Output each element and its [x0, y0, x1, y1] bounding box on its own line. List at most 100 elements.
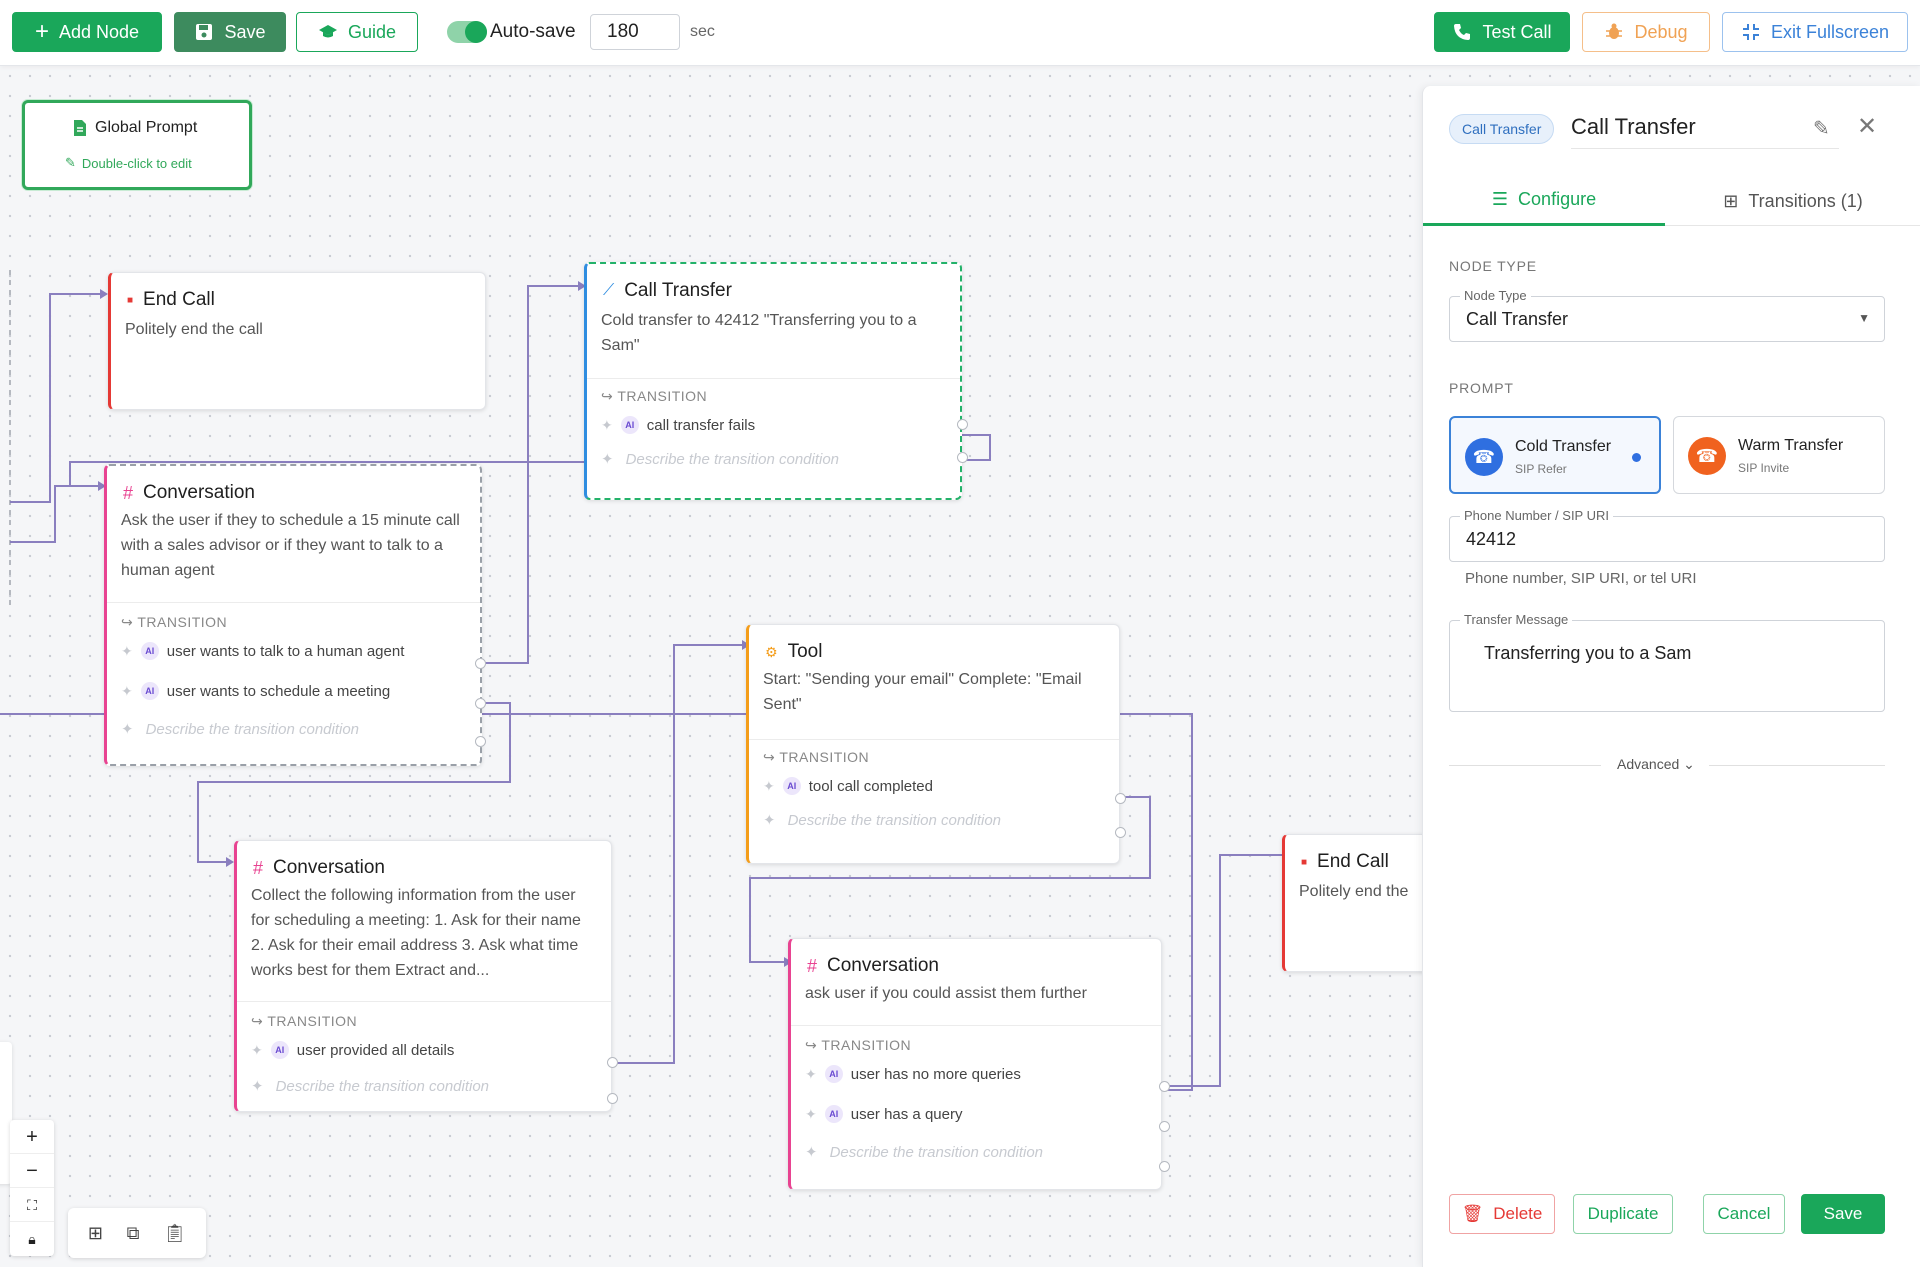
- ai-badge: AI: [140, 682, 159, 700]
- document-icon: [74, 120, 86, 136]
- transition-text: user has no more queries: [850, 1065, 1021, 1083]
- transition-text: user provided all details: [296, 1041, 455, 1059]
- stop-square-icon: ■: [1301, 856, 1308, 868]
- gear-icon: ⚙: [765, 643, 778, 660]
- save-label: Save: [1823, 1204, 1863, 1223]
- warm-transfer-option[interactable]: ☎ Warm Transfer SIP Invite: [1673, 416, 1885, 494]
- transition-row[interactable]: ✦ AI user has a query: [805, 1105, 962, 1123]
- transition-placeholder[interactable]: ✦ Describe the transition condition: [251, 1077, 489, 1096]
- transition-row[interactable]: ✦ AI user wants to schedule a meeting: [121, 682, 390, 700]
- sparkle-icon: ✦: [805, 1144, 818, 1161]
- global-prompt-node[interactable]: Global Prompt ✎ Double-click to edit: [22, 100, 252, 190]
- call-transfer-node[interactable]: ⟋ Call Transfer Cold transfer to 42412 "…: [584, 262, 968, 500]
- zoom-out-icon[interactable]: −: [10, 1154, 54, 1188]
- hash-icon: #: [253, 857, 264, 878]
- output-handle[interactable]: [475, 658, 486, 669]
- sparkle-icon: ✦: [121, 642, 133, 659]
- conversation-node[interactable]: # Conversation Ask the user if they to s…: [104, 464, 486, 766]
- tab-configure[interactable]: ☰ Configure: [1423, 176, 1665, 226]
- option-title: Warm Transfer: [1738, 437, 1844, 454]
- fit-view-icon[interactable]: ⛶: [10, 1188, 54, 1222]
- global-prompt-title: Global Prompt: [95, 119, 198, 136]
- end-call-node[interactable]: ■ End Call Politely end the call: [108, 272, 486, 410]
- sparkle-icon: ✦: [251, 1078, 264, 1095]
- conversation-node[interactable]: # Conversation ask user if you could ass…: [788, 938, 1170, 1190]
- transition-placeholder[interactable]: ✦ Describe the transition condition: [805, 1143, 1043, 1162]
- cancel-button[interactable]: Cancel: [1703, 1194, 1785, 1234]
- output-handle[interactable]: [957, 419, 968, 430]
- autosave-label: Auto-save: [490, 21, 576, 42]
- sparkle-icon: ✦: [763, 777, 775, 794]
- ai-badge: AI: [620, 416, 639, 434]
- panel-save-button[interactable]: Save: [1801, 1194, 1885, 1234]
- output-handle[interactable]: [607, 1057, 618, 1068]
- add-node-label: Add Node: [58, 21, 140, 42]
- add-node-button[interactable]: + Add Node: [12, 12, 162, 52]
- node-description: Ask the user if they to schedule a 15 mi…: [121, 512, 460, 579]
- output-handle[interactable]: [1115, 793, 1126, 804]
- exit-fullscreen-button[interactable]: Exit Fullscreen: [1722, 12, 1908, 52]
- node-title: Conversation: [827, 955, 939, 976]
- sparkle-icon: ✦: [805, 1065, 817, 1082]
- close-icon[interactable]: ✕: [1857, 113, 1878, 140]
- zoom-in-icon[interactable]: +: [10, 1120, 54, 1154]
- output-handle[interactable]: [957, 452, 968, 463]
- divider: [791, 1025, 1161, 1026]
- node-title: Call Transfer: [624, 280, 732, 301]
- node-type-select[interactable]: Node Type Call Transfer ▼: [1449, 288, 1885, 342]
- save-label: Save: [224, 21, 266, 42]
- copy-icon[interactable]: ⧉: [126, 1222, 140, 1243]
- transfer-arrow-icon: ⟋: [603, 282, 615, 299]
- output-handle[interactable]: [475, 698, 486, 709]
- output-handle[interactable]: [1159, 1081, 1170, 1092]
- output-handle[interactable]: [1115, 827, 1126, 838]
- pencil-icon[interactable]: ✎: [1813, 118, 1830, 140]
- transition-row[interactable]: ✦ AI user provided all details: [251, 1041, 454, 1059]
- transition-text: call transfer fails: [646, 416, 756, 434]
- trash-icon: 🗑︎: [1461, 1204, 1484, 1223]
- node-type-chip: Call Transfer: [1449, 114, 1555, 144]
- transfer-message-field[interactable]: Transfer Message Transferring you to a S…: [1449, 612, 1885, 712]
- conversation-node[interactable]: # Conversation Collect the following inf…: [234, 840, 618, 1112]
- tab-transitions[interactable]: ⊞ Transitions (1): [1665, 176, 1920, 226]
- guide-button[interactable]: Guide: [296, 12, 418, 52]
- transition-text: user wants to schedule a meeting: [166, 682, 391, 700]
- debug-label: Debug: [1634, 21, 1688, 42]
- save-button[interactable]: Save: [174, 12, 286, 52]
- test-call-button[interactable]: Test Call: [1434, 12, 1570, 52]
- debug-button[interactable]: Debug: [1582, 12, 1710, 52]
- transition-row[interactable]: ✦ AI user wants to talk to a human agent: [121, 642, 404, 660]
- autosave-interval-input[interactable]: [590, 14, 680, 50]
- panel-title[interactable]: Call Transfer: [1571, 114, 1696, 139]
- advanced-toggle[interactable]: Advanced ⌄: [1449, 756, 1885, 776]
- option-subtitle: SIP Invite: [1738, 461, 1790, 475]
- clipboard-icon[interactable]: 📋︎: [163, 1222, 187, 1243]
- sparkle-icon: ✦: [601, 451, 614, 468]
- autosave-toggle[interactable]: [447, 21, 487, 43]
- transition-placeholder[interactable]: ✦ Describe the transition condition: [121, 720, 360, 739]
- transition-row[interactable]: ✦ AI user has no more queries: [805, 1065, 1021, 1083]
- phone-number-field[interactable]: Phone Number / SIP URI 42412: [1449, 508, 1885, 562]
- duplicate-button[interactable]: Duplicate: [1573, 1194, 1673, 1234]
- layout-tree-icon[interactable]: ⊞: [87, 1222, 103, 1243]
- transition-row[interactable]: ✦ AI call transfer fails: [601, 416, 755, 434]
- delete-button[interactable]: 🗑︎ Delete: [1449, 1194, 1555, 1234]
- output-handle[interactable]: [1159, 1121, 1170, 1132]
- tool-node[interactable]: ⚙ Tool Start: "Sending your email" Compl…: [746, 624, 1126, 864]
- field-label: Node Type: [1460, 288, 1531, 303]
- divider: [1449, 765, 1601, 766]
- output-handle[interactable]: [607, 1093, 618, 1104]
- transition-placeholder[interactable]: ✦ Describe the transition condition: [763, 811, 1001, 830]
- placeholder-text: Describe the transition condition: [145, 720, 360, 738]
- output-handle[interactable]: [475, 736, 486, 747]
- phone-forward-icon: ☎: [1688, 437, 1726, 475]
- cold-transfer-option[interactable]: ☎ Cold Transfer SIP Refer: [1449, 416, 1661, 494]
- transition-row[interactable]: ✦ AI tool call completed: [763, 777, 933, 795]
- ai-badge: AI: [140, 642, 159, 660]
- phone-helper-text: Phone number, SIP URI, or tel URI: [1465, 570, 1697, 587]
- lock-icon[interactable]: 🔒︎: [28, 1231, 36, 1247]
- output-handle[interactable]: [1159, 1161, 1170, 1172]
- zoom-controls: + − ⛶ 🔒︎: [10, 1120, 54, 1256]
- transition-label: ↪ TRANSITION: [121, 614, 228, 630]
- transition-placeholder[interactable]: ✦ Describe the transition condition: [601, 450, 839, 469]
